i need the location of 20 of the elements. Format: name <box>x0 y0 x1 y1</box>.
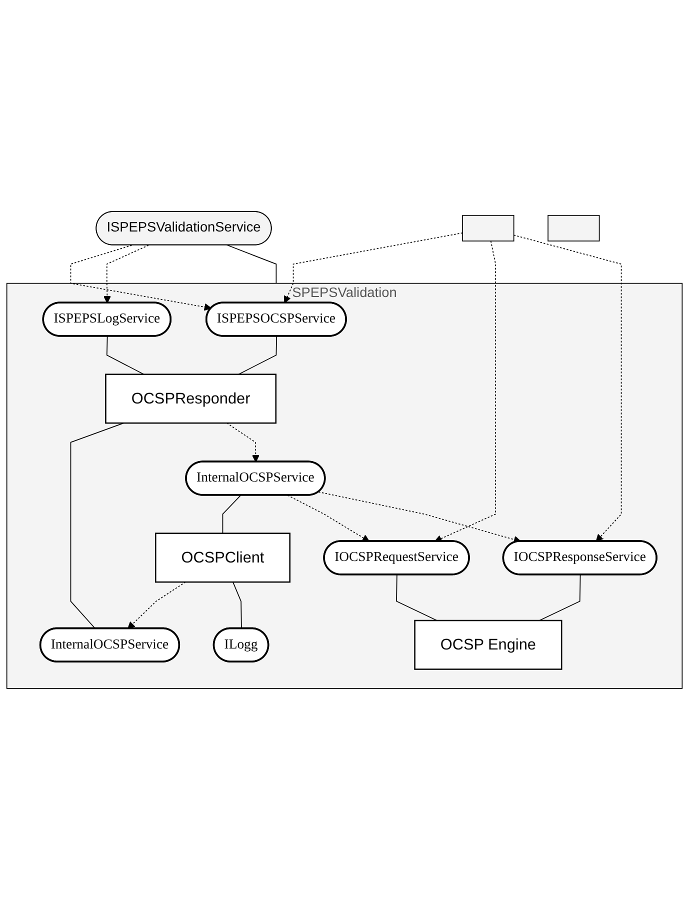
arrow <box>284 232 463 304</box>
node-box <box>462 214 514 242</box>
connector <box>396 574 438 621</box>
arrow <box>128 582 186 629</box>
arrow <box>513 234 622 542</box>
connector <box>222 494 242 534</box>
arrow <box>103 244 149 304</box>
node-box: OCSPResponder <box>105 374 277 424</box>
node-box <box>548 214 600 242</box>
connector <box>232 582 242 630</box>
connector <box>238 336 278 375</box>
connector <box>106 336 144 375</box>
connector <box>226 244 277 284</box>
arrow <box>318 492 522 544</box>
arrow <box>287 494 370 542</box>
node-box: OCSP Engine <box>414 620 562 670</box>
connector <box>538 574 581 621</box>
arrow <box>434 240 496 542</box>
node-box: OCSPClient <box>154 532 290 583</box>
arrow <box>70 244 212 311</box>
